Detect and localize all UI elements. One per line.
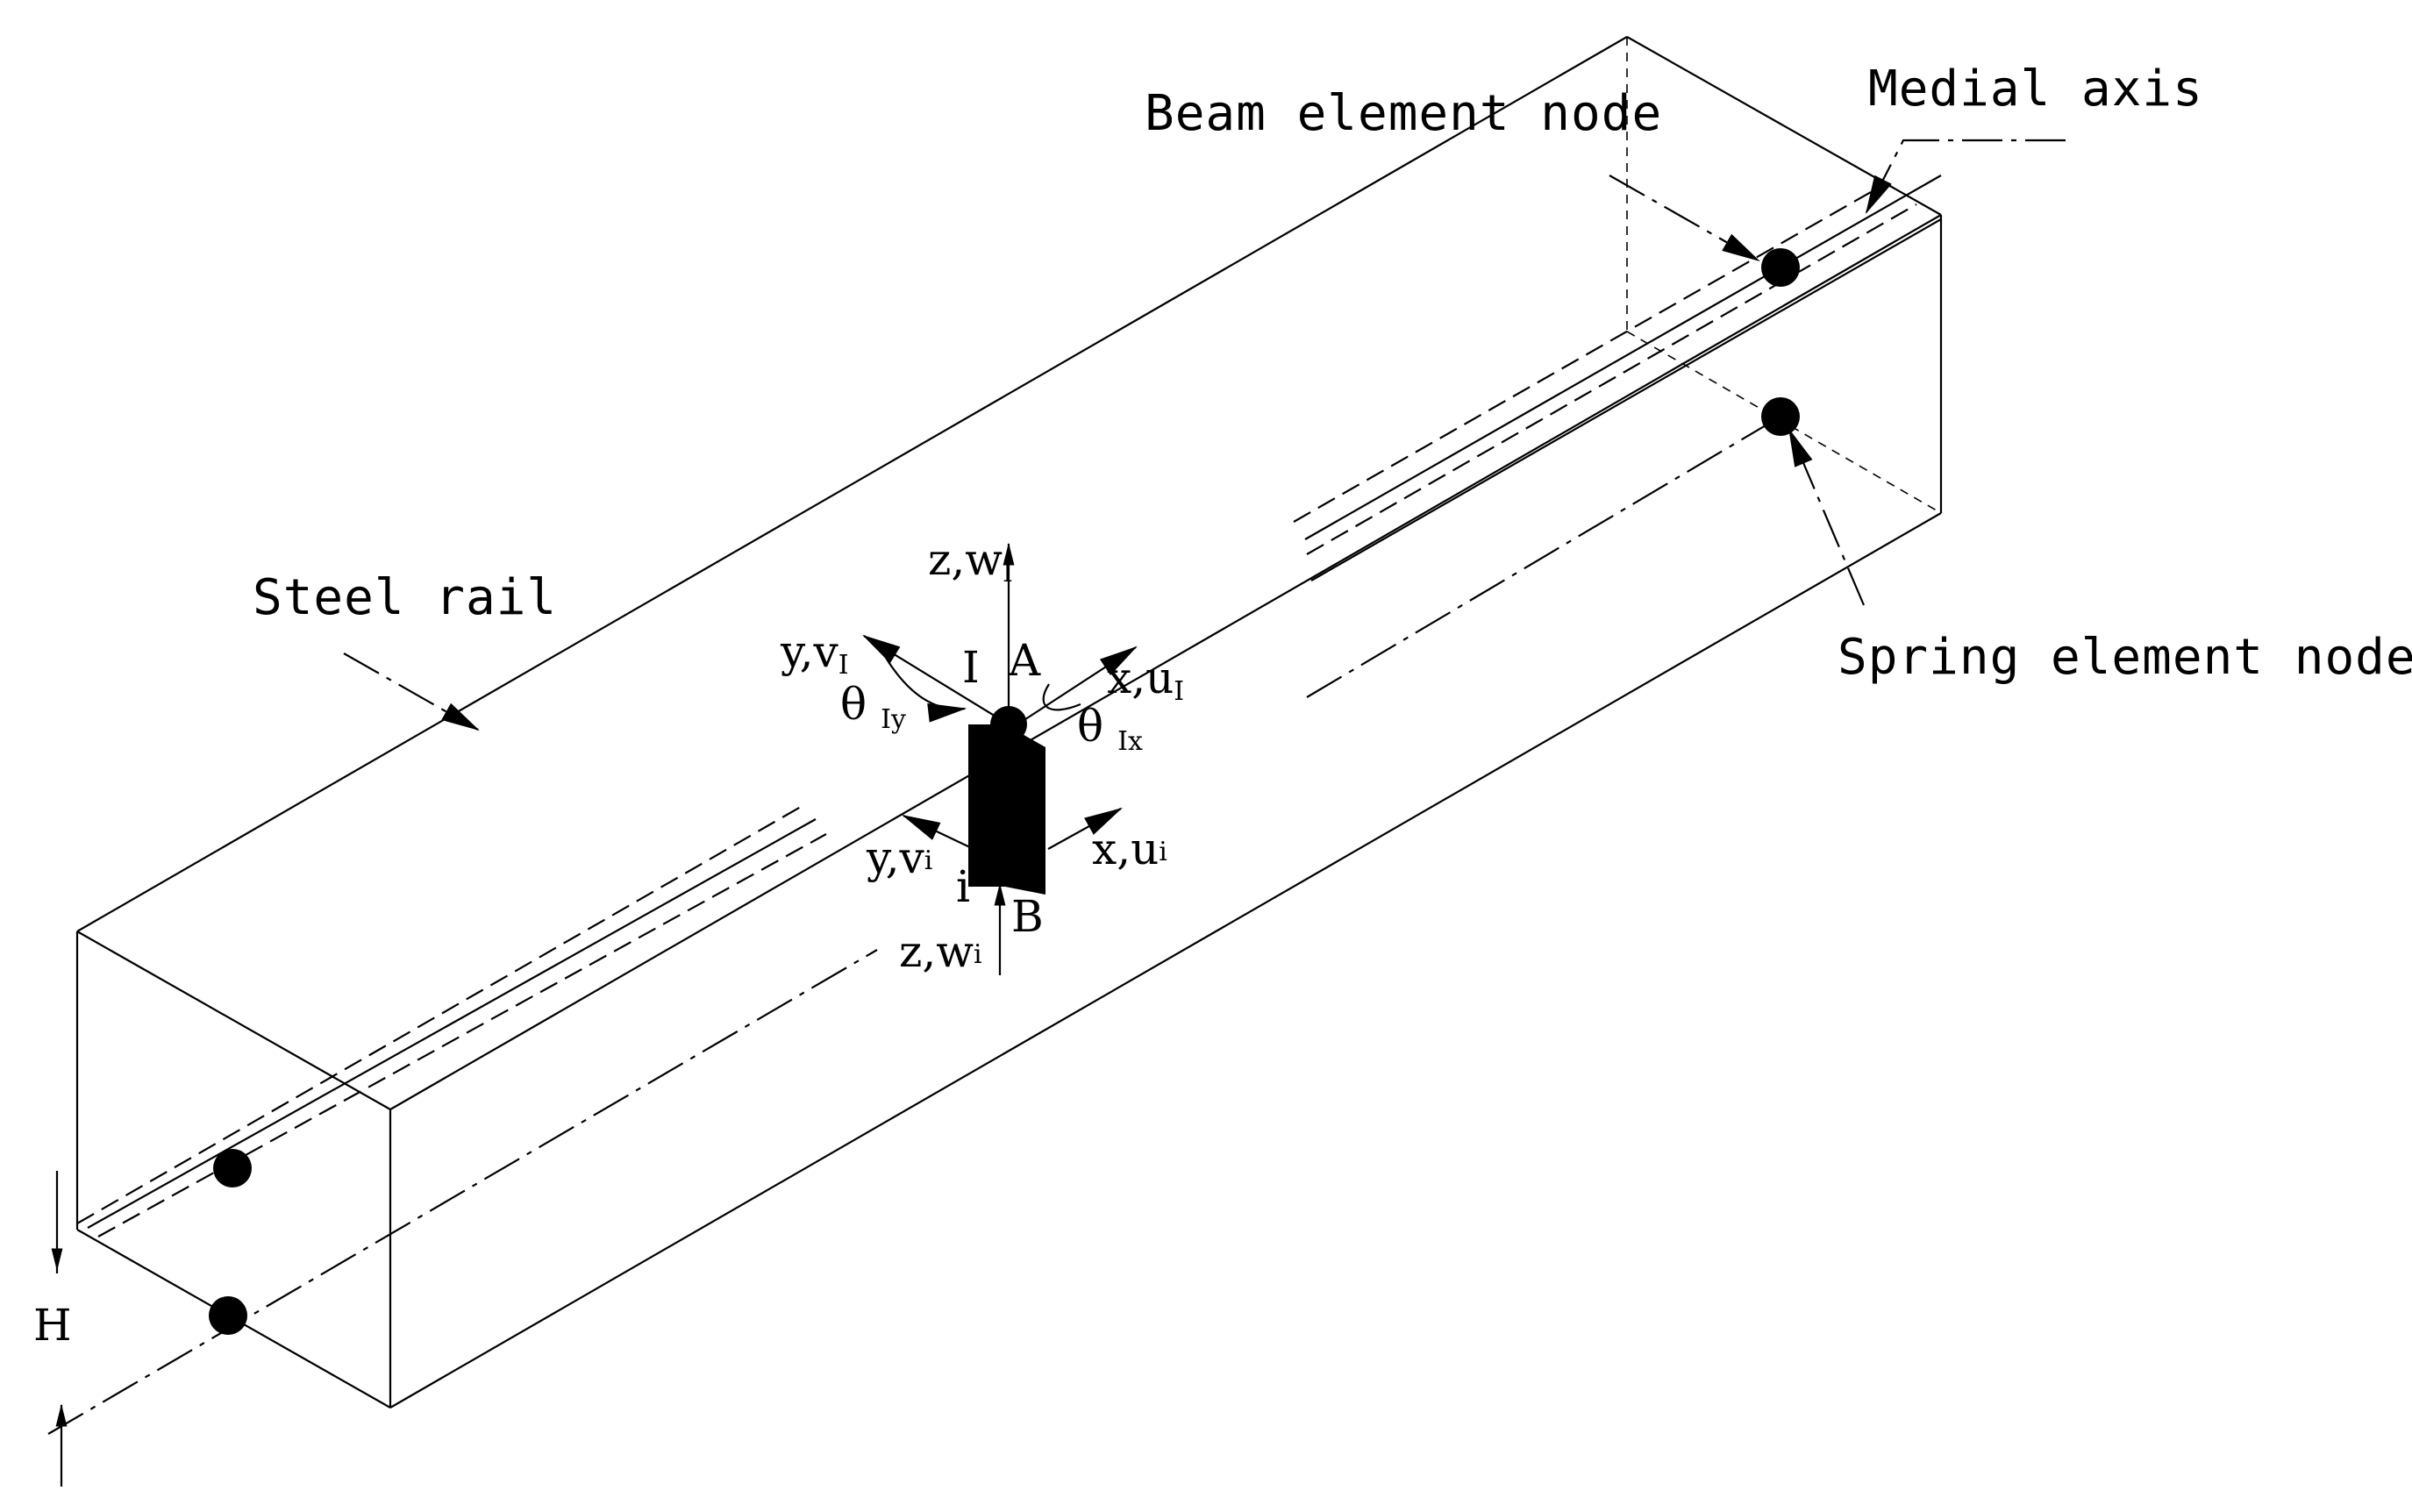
element-bar xyxy=(968,724,1045,895)
box-front-top-edge xyxy=(76,36,1628,932)
medial-axis-label: Medial axis xyxy=(1868,61,2203,118)
leader-lines xyxy=(343,139,2066,731)
y-axis-I-arrow xyxy=(862,634,1010,725)
axis-dashed-line-left-2 xyxy=(97,833,827,1237)
beam-node-leader xyxy=(1609,175,1760,262)
x-axis-I-arrow xyxy=(1017,645,1138,725)
spring-node-far xyxy=(1761,397,1800,436)
medial-axis-leader xyxy=(1865,139,2066,214)
node-I-name: I xyxy=(962,642,980,693)
element-bar-side xyxy=(1005,724,1045,895)
x-axis-i-arrow xyxy=(1047,807,1123,850)
axis-dashed-line-right-1 xyxy=(1293,188,1878,523)
medial-axis-lower-right xyxy=(1306,416,1781,698)
theta-Iy-arc xyxy=(885,657,967,723)
spring-element-node-label: Spring element node xyxy=(1838,629,2412,686)
point-B-label: B xyxy=(1011,891,1044,942)
y-axis-I-label: y,vI xyxy=(780,626,849,681)
theta-Ix-arc xyxy=(1042,683,1081,711)
axis-dashed-line-left-1 xyxy=(76,803,806,1224)
x-axis-I-label: x,uI xyxy=(1107,653,1184,707)
medial-axis-lower-left xyxy=(47,949,878,1435)
beam-element-node-label: Beam element node xyxy=(1145,85,1662,142)
text-labels: Beam element node Medial axis Steel rail… xyxy=(33,61,2412,1351)
z-axis-i-label: z,wi xyxy=(899,926,982,977)
x-axis-i-label: x,ui xyxy=(1092,824,1167,874)
height-label: H xyxy=(33,1300,72,1351)
y-axis-i-arrow xyxy=(902,815,974,850)
z-axis-I-label: z,wI xyxy=(928,534,1013,588)
box-side-bottom-edge xyxy=(389,512,1942,1409)
beam-node-far xyxy=(1761,248,1800,287)
axis-lines xyxy=(47,175,1942,1435)
axis-solid-line-right xyxy=(1304,175,1942,540)
node-I-axes xyxy=(862,542,1138,725)
beam-node-near xyxy=(213,1149,252,1187)
height-dimension xyxy=(51,1171,68,1487)
node-i-axes xyxy=(902,807,1123,975)
steel-rail-leader xyxy=(343,653,480,731)
node-i-name: i xyxy=(956,861,970,912)
medial-axis-upper-right xyxy=(1310,218,1942,581)
y-axis-i-label: y,vi xyxy=(866,832,932,883)
axis-solid-line-left xyxy=(87,818,817,1229)
spring-node-leader xyxy=(1788,427,1866,606)
box-end-top-edge xyxy=(76,931,391,1110)
element-bar-body xyxy=(968,724,1005,887)
axis-dashed-line-right-2 xyxy=(1306,203,1917,555)
steel-rail-label: Steel rail xyxy=(253,569,557,626)
point-A-label: A xyxy=(1008,635,1041,686)
spring-node-near xyxy=(209,1296,247,1335)
